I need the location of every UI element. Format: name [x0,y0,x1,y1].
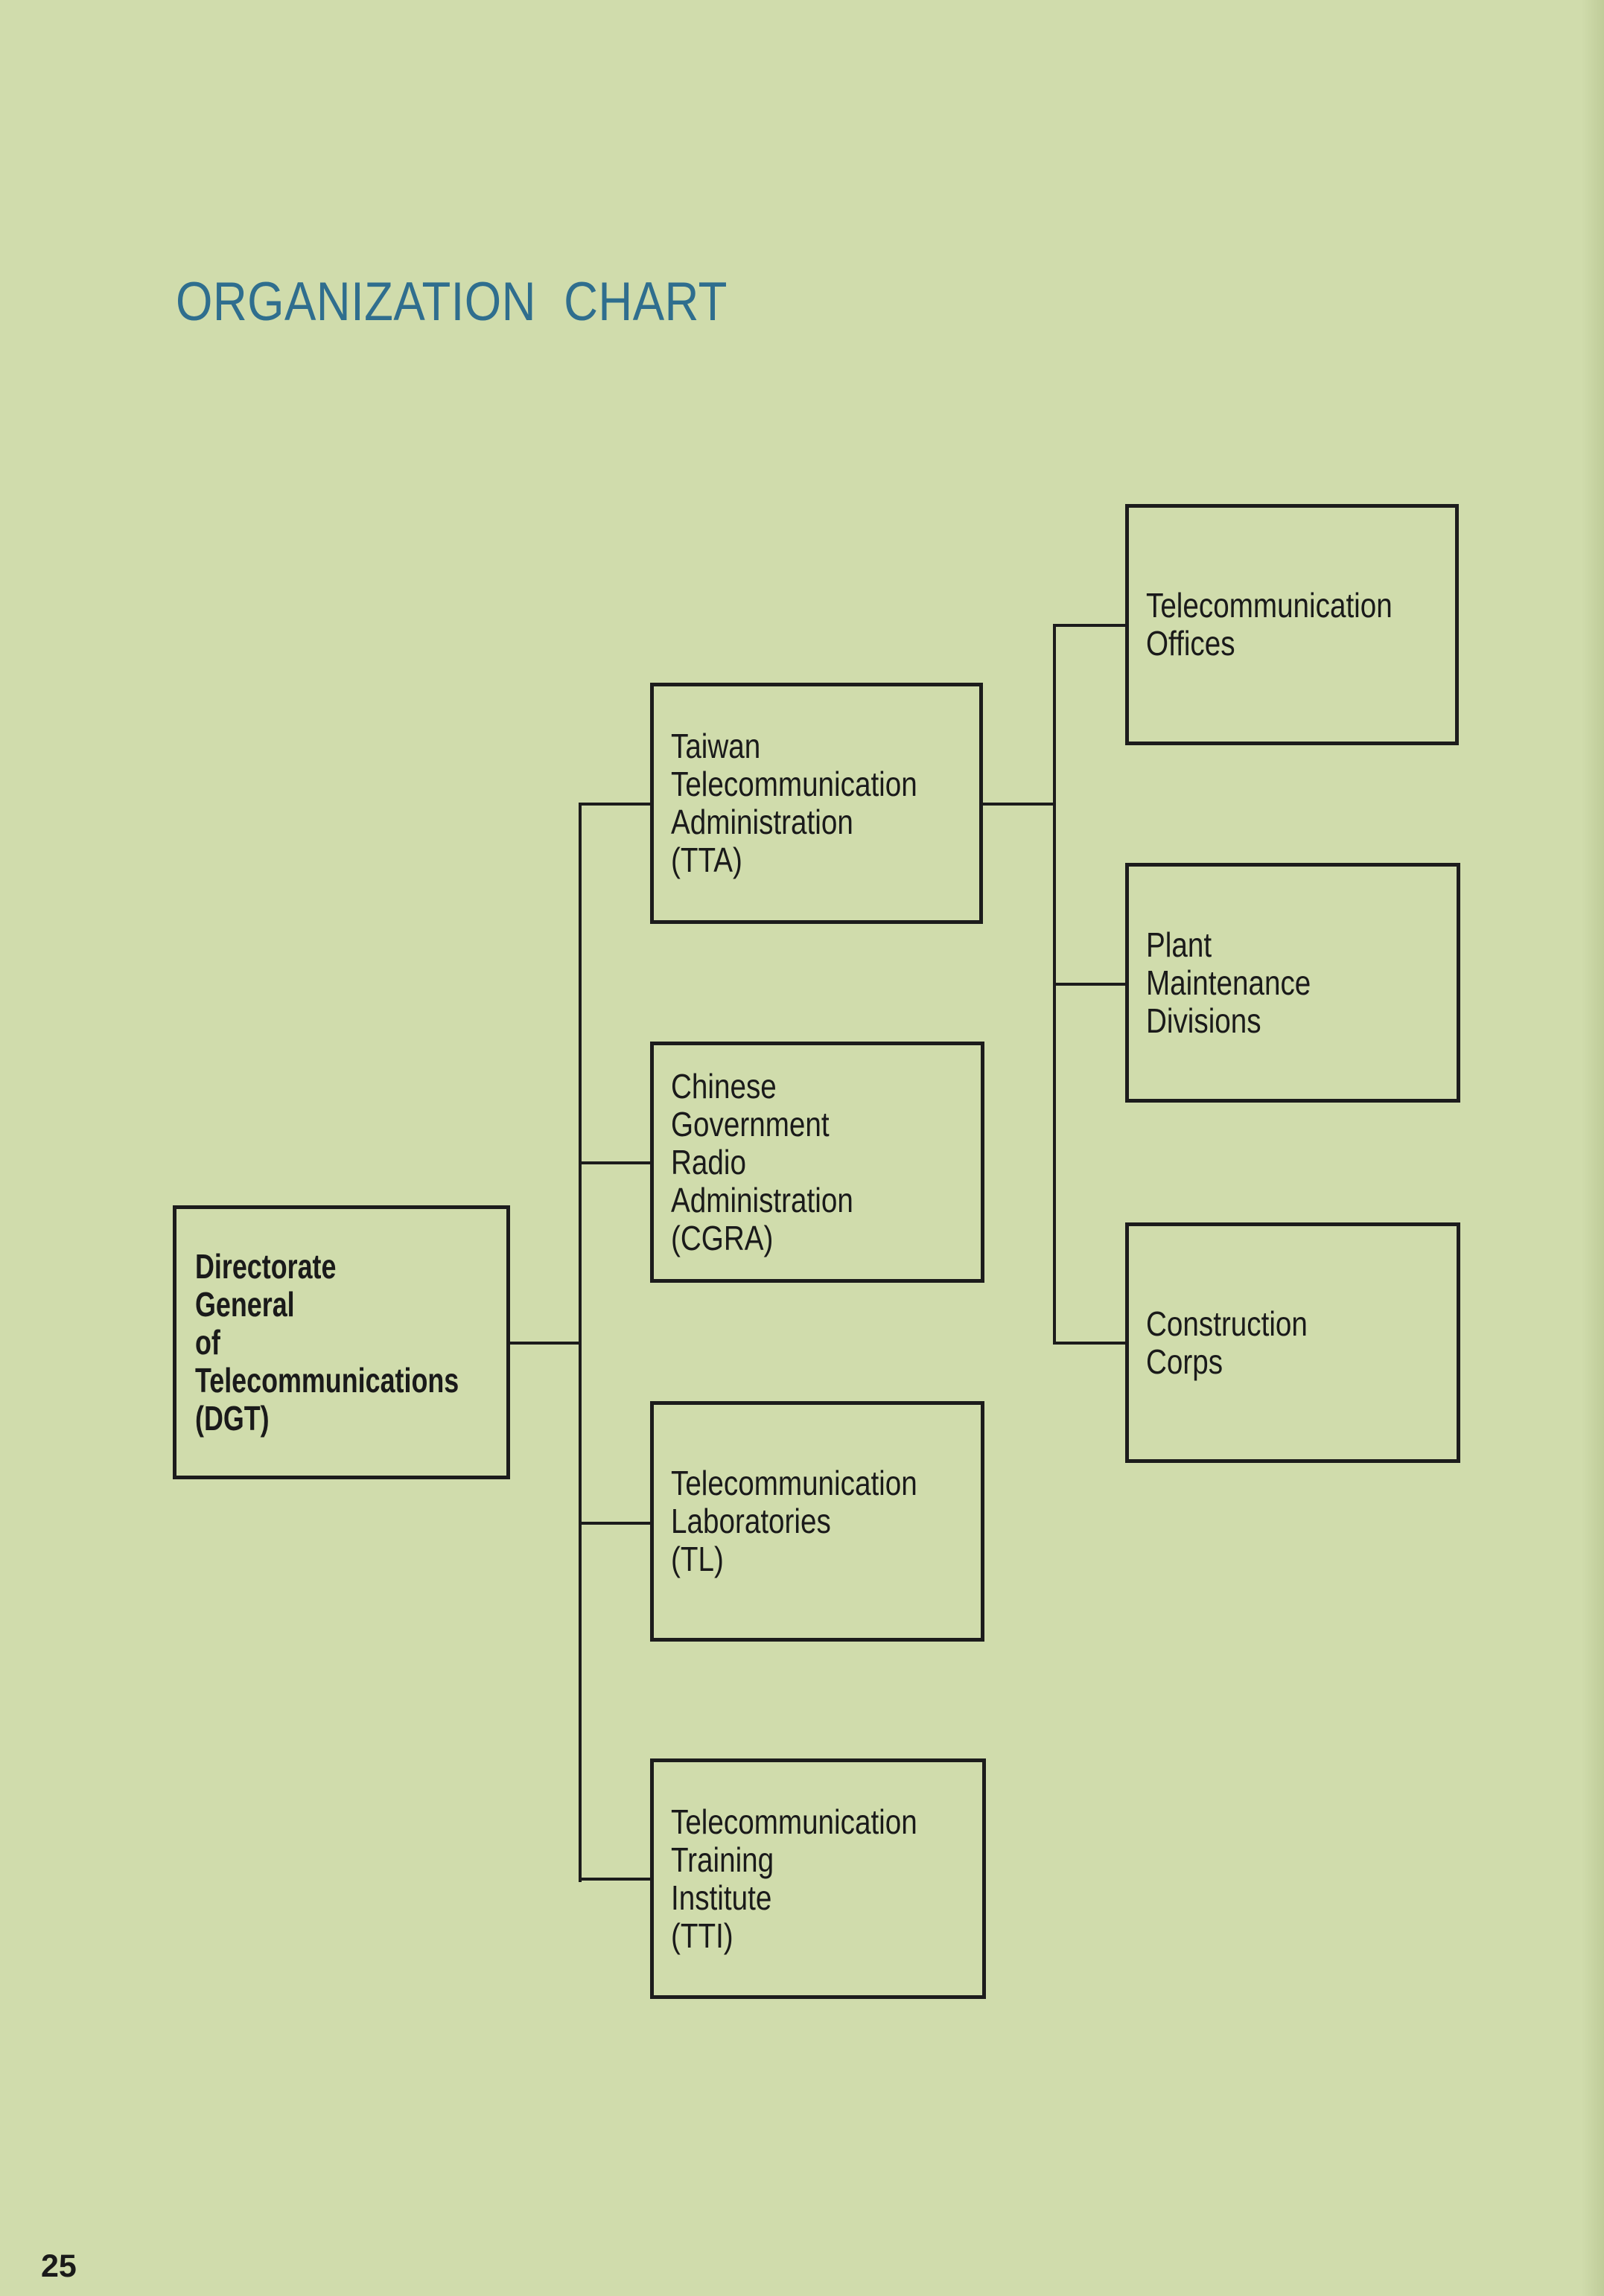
connector-to-construction [1053,1342,1127,1345]
org-box-line: (TL) [671,1540,724,1578]
org-box-label: Telecommunication Laboratories (TL) [671,1464,917,1578]
org-box-tta: Taiwan Telecommunication Administration … [650,683,983,924]
org-box-line: Telecommunication [1146,586,1393,625]
org-box-line: Construction [1146,1304,1308,1343]
org-box-line: Chinese [671,1066,777,1106]
connector-trunk-vertical [579,803,582,1882]
org-box-label: Chinese Government Radio Administration … [671,1066,853,1257]
org-box-line: Offices [1146,624,1235,663]
org-box-line: Training [671,1840,774,1879]
connector-to-tta [579,803,652,806]
org-box-construction-corps: Construction Corps [1125,1222,1460,1463]
org-box-tti: Telecommunication Training Institute (TT… [650,1758,986,1999]
org-box-line: Telecommunication [671,1802,917,1841]
org-box-label: Telecommunication Offices [1146,587,1393,663]
connector-tta-to-branch [981,803,1056,806]
org-box-label: Telecommunication Training Institute (TT… [671,1802,917,1955]
connector-to-offices [1053,624,1127,627]
connector-to-tl [579,1522,652,1525]
org-box-line: Administration [671,1180,853,1219]
org-box-label: Plant Maintenance Divisions [1146,925,1311,1040]
org-box-line: Government [671,1104,830,1144]
connector-to-tti [579,1878,652,1881]
org-box-line: (TTI) [671,1916,733,1955]
org-box-line: Administration [671,803,853,841]
org-box-cgra: Chinese Government Radio Administration … [650,1042,984,1283]
connector-root-to-trunk [510,1342,582,1345]
connector-to-plant-maintenance [1053,983,1127,986]
org-box-label: Directorate General of Telecommunication… [195,1246,459,1438]
org-box-line: Directorate [195,1246,337,1286]
org-box-line: Telecommunication [671,765,917,803]
org-box-line: Radio [671,1142,746,1182]
org-box-line: General [195,1284,295,1324]
org-box-line: Laboratories [671,1502,831,1540]
org-box-line: Divisions [1146,1001,1261,1040]
org-box-line: Taiwan [671,727,761,765]
org-box-line: Corps [1146,1342,1223,1381]
org-box-label: Taiwan Telecommunication Administration … [671,727,917,879]
org-box-line: (DGT) [195,1398,270,1438]
org-box-telecommunication-offices: Telecommunication Offices [1125,504,1459,745]
org-box-line: Telecommunications [195,1360,459,1400]
connector-to-cgra [579,1161,652,1164]
org-box-line: (TTA) [671,841,742,879]
org-box-line: Telecommunication [671,1464,917,1502]
org-box-line: of [195,1322,220,1362]
page-title: ORGANIZATION CHART [176,272,728,332]
org-box-tl: Telecommunication Laboratories (TL) [650,1401,984,1642]
org-box-label: Construction Corps [1146,1304,1308,1381]
org-box-plant-maintenance-divisions: Plant Maintenance Divisions [1125,863,1460,1103]
org-box-line: Plant [1146,925,1212,964]
org-box-dgt: Directorate General of Telecommunication… [173,1205,510,1479]
org-box-line: Maintenance [1146,963,1311,1002]
page-number: 25 [41,2248,77,2284]
org-box-line: Institute [671,1878,772,1917]
org-box-line: (CGRA) [671,1218,774,1257]
